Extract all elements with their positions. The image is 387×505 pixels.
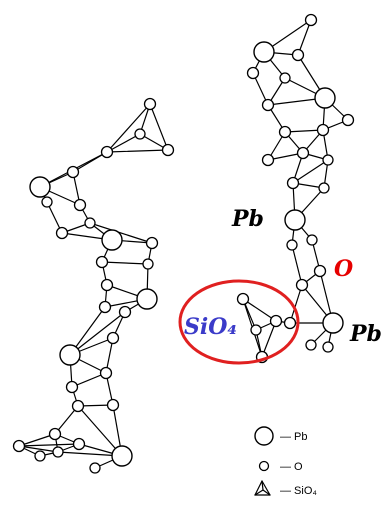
o-atom [161, 143, 175, 157]
o-atom [118, 305, 132, 319]
o-atom [12, 439, 26, 453]
o-atom [99, 366, 113, 380]
pb-atom [29, 176, 51, 198]
o-atom [52, 446, 64, 458]
o-atom [296, 146, 310, 160]
right-chain [236, 13, 355, 364]
o-atom [100, 145, 114, 159]
o-atom [65, 380, 79, 394]
o-atom [286, 239, 298, 251]
o-atom [250, 324, 262, 336]
o-atom [278, 125, 292, 139]
o-atom [322, 154, 334, 166]
legend: — Pb — O — SiO₄ [254, 426, 317, 497]
o-atom [134, 128, 146, 140]
o-atom [143, 97, 157, 111]
o-atom [236, 292, 250, 306]
o-atom [313, 264, 327, 278]
o-atom [142, 258, 154, 270]
o-atom [48, 427, 62, 441]
legend-pb-symbol [254, 426, 274, 446]
pb-atom [111, 445, 133, 467]
o-atom [73, 198, 87, 212]
o-atom [100, 278, 114, 292]
o-atom [72, 437, 86, 451]
legend-sio4-label: — SiO₄ [280, 485, 317, 497]
o-atom [283, 316, 297, 330]
o-atom [341, 113, 355, 127]
o-atom [84, 217, 96, 229]
o-atom [322, 341, 334, 353]
o-atom [269, 314, 283, 328]
left-chain [12, 97, 175, 474]
o-atom [304, 13, 318, 27]
o-atom [71, 399, 85, 413]
o-atom [98, 300, 112, 314]
o-atom [106, 331, 120, 345]
o-atom [145, 236, 159, 250]
o-atom [89, 462, 101, 474]
sio4-highlight-ring [178, 279, 300, 365]
o-atom [55, 226, 69, 240]
o-atom [261, 153, 275, 167]
o-atom [95, 255, 109, 269]
left-top-tetrahedron [106, 103, 169, 153]
legend-sio4-symbol [254, 480, 271, 496]
o-atom [316, 123, 330, 137]
o-atom [306, 234, 318, 246]
sio4-label: SiO₄ [184, 314, 237, 340]
pb-atom [253, 41, 275, 63]
legend-o-symbol [258, 460, 270, 472]
pb-atom [136, 288, 158, 310]
pb-atom [314, 87, 336, 109]
pb-label-upper: Pb [231, 206, 264, 232]
o-atom [41, 196, 53, 208]
pb-atom [101, 229, 123, 251]
o-atom [295, 278, 309, 292]
o-atom [318, 182, 330, 194]
o-atom [34, 450, 46, 462]
legend-o-label: — O [280, 461, 303, 473]
o-atom [291, 48, 305, 62]
o-atom [279, 72, 291, 84]
o-atom [305, 339, 317, 351]
pb-atom [59, 344, 81, 366]
o-atom [286, 176, 300, 190]
o-atom [106, 398, 120, 412]
o-atom [261, 98, 275, 112]
pb-atom [322, 312, 344, 334]
o-atom [66, 165, 80, 179]
o-label: O [334, 256, 353, 282]
o-atom [246, 66, 260, 80]
pb-label-lower: Pb [349, 321, 382, 347]
legend-pb-label: — Pb [280, 431, 308, 443]
pb-atom [284, 209, 306, 231]
